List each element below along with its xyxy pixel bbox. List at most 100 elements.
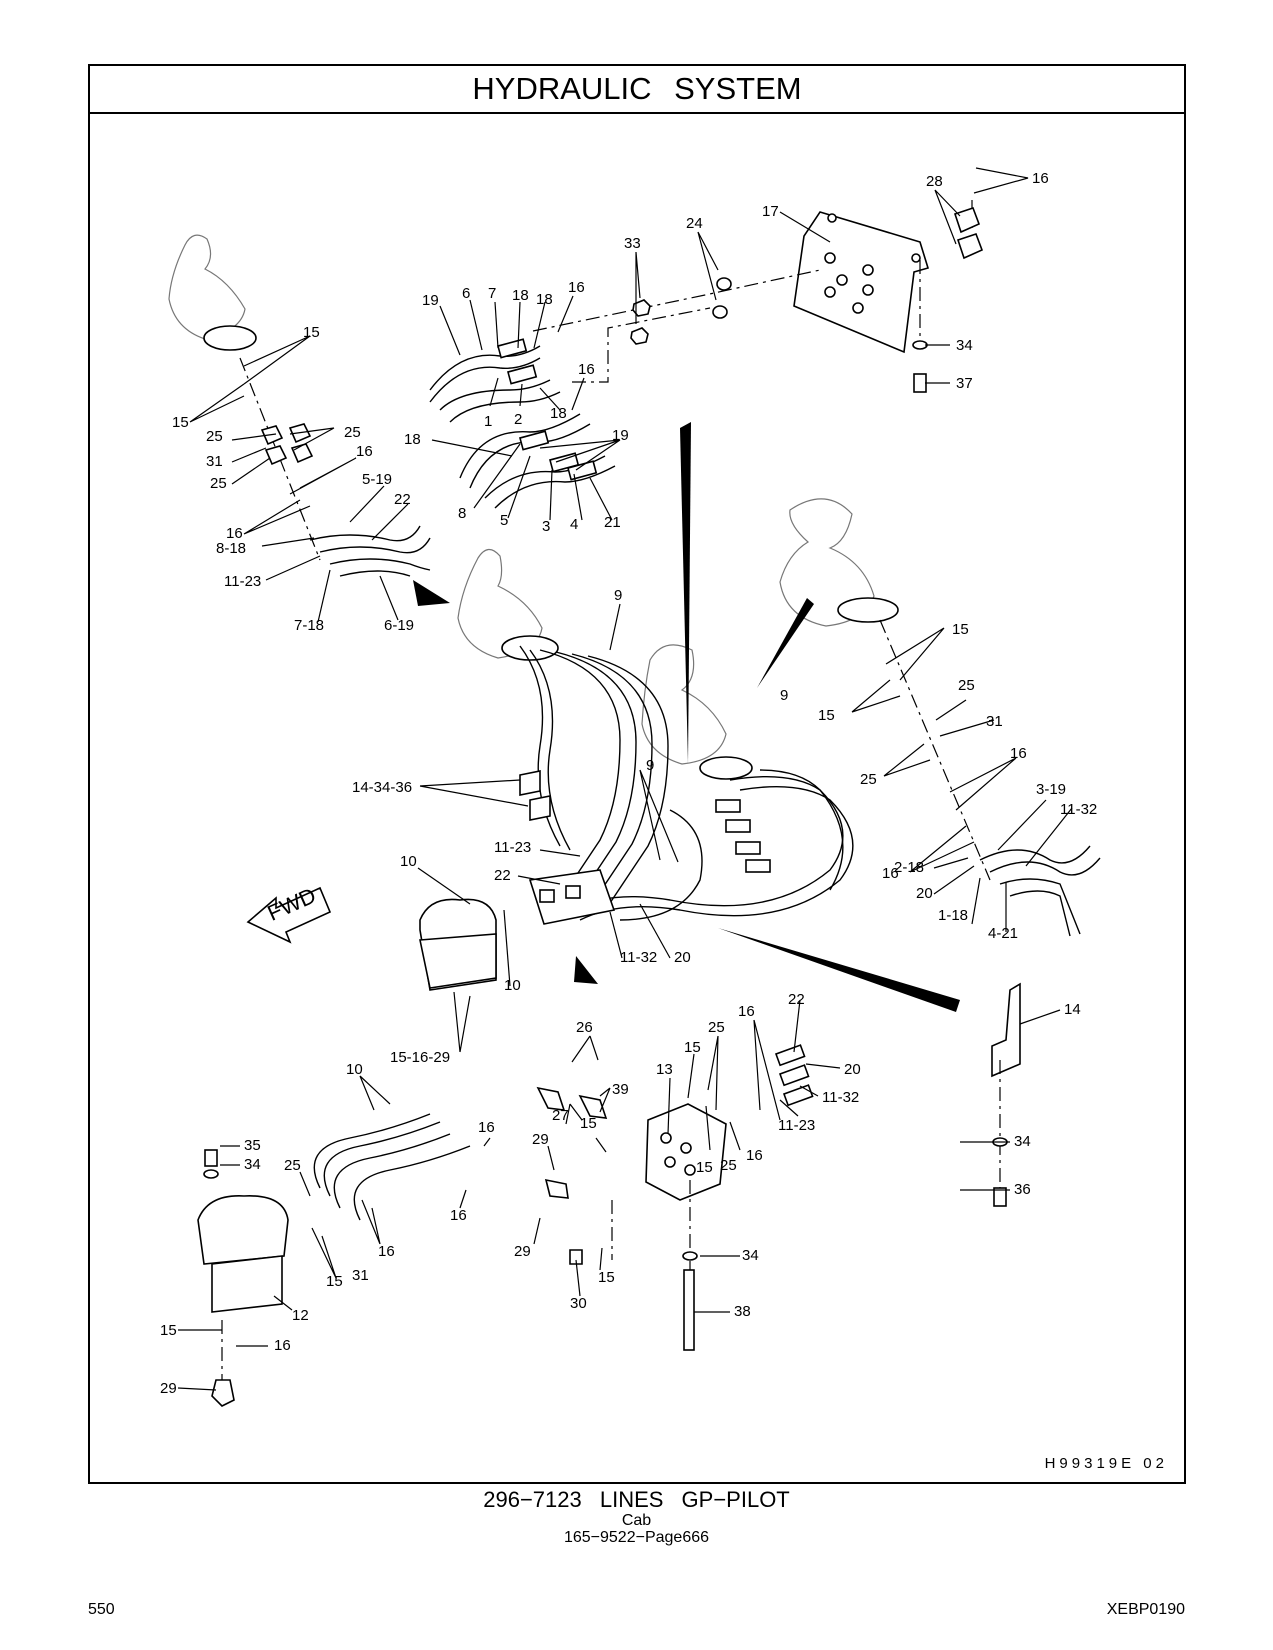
callout: 15	[696, 1159, 713, 1176]
diagram-frame: HYDRAULIC SYSTEM	[88, 64, 1186, 1484]
callout: 16	[274, 1337, 291, 1354]
callout: 18	[512, 287, 529, 304]
callout: 16	[356, 443, 373, 460]
callout: 14	[1064, 1001, 1081, 1018]
callout: 13	[656, 1061, 673, 1078]
callout: 15	[952, 621, 969, 638]
callout: 29	[532, 1131, 549, 1148]
callout: 15	[580, 1115, 597, 1132]
line-art	[168, 200, 1101, 1407]
callout: 34	[1014, 1133, 1031, 1150]
callout: 8-18	[216, 540, 246, 557]
callout: 18	[550, 405, 567, 422]
callout: 31	[352, 1267, 369, 1284]
callout: 22	[394, 491, 411, 508]
callout: 15	[303, 324, 320, 341]
callout: 9	[646, 757, 654, 774]
callout: 16	[450, 1207, 467, 1224]
callout: 25	[708, 1019, 725, 1036]
callout: 25	[210, 475, 227, 492]
callout: 22	[788, 991, 805, 1008]
callout: 16	[1010, 745, 1027, 762]
callout: 20	[674, 949, 691, 966]
callout: 1	[484, 413, 492, 430]
callout: 10	[400, 853, 417, 870]
callout-labels: 16 28 17 24 33 34 37 19 6 7 18 18 16 16 …	[160, 170, 1097, 1397]
callout: 34	[244, 1156, 261, 1173]
callout: 38	[734, 1303, 751, 1320]
callout: 11-23	[224, 573, 261, 590]
callout: 26	[576, 1019, 593, 1036]
caption-subtitle: Cab	[621, 1512, 652, 1529]
callout: 15	[160, 1322, 177, 1339]
callout: 15	[172, 414, 189, 431]
callout: 22	[494, 867, 511, 884]
callout: 9	[614, 587, 622, 604]
callout: 16	[738, 1003, 755, 1020]
document-code: XEBP0190	[1106, 1601, 1185, 1618]
callout: 35	[244, 1137, 261, 1154]
callout: 16	[478, 1119, 495, 1136]
callout: 16	[568, 279, 585, 296]
callout: 39	[612, 1081, 629, 1098]
callout: 10	[504, 977, 521, 994]
callout: 36	[1014, 1181, 1031, 1198]
callout: 4-21	[988, 925, 1018, 942]
callout: 15	[684, 1039, 701, 1056]
callout: 2	[514, 411, 522, 428]
callout: 9	[780, 687, 788, 704]
callout: 33	[624, 235, 641, 252]
callout: 25	[344, 424, 361, 441]
callout: 19	[422, 292, 439, 309]
page-title: HYDRAULIC SYSTEM	[472, 71, 802, 106]
callout: 15	[326, 1273, 343, 1290]
callout: 20	[844, 1061, 861, 1078]
callout: 16	[578, 361, 595, 378]
callout: 5	[500, 512, 508, 529]
callout: 10	[346, 1061, 363, 1078]
callout: 7	[488, 285, 496, 302]
callout: 25	[206, 428, 223, 445]
callout: 28	[926, 173, 943, 190]
callout: 5-19	[362, 471, 392, 488]
callout: 15	[818, 707, 835, 724]
callout: 11-32	[620, 949, 657, 966]
callout: 6-19	[384, 617, 414, 634]
callout: 24	[686, 215, 703, 232]
callout: 1-18	[938, 907, 968, 924]
callout: 25	[720, 1157, 737, 1174]
callout: 31	[206, 453, 223, 470]
callout: 11-23	[778, 1117, 815, 1134]
callout: 34	[742, 1247, 759, 1264]
callout: 25	[860, 771, 877, 788]
callout: 16	[746, 1147, 763, 1164]
callout: 11-32	[822, 1089, 859, 1106]
callout: 11-23	[494, 839, 531, 856]
callout: 8	[458, 505, 466, 522]
callout: 15	[598, 1269, 615, 1286]
callout: 29	[514, 1243, 531, 1260]
callout: 20	[916, 885, 933, 902]
title-bar: HYDRAULIC SYSTEM	[90, 66, 1184, 114]
callout: 37	[956, 375, 973, 392]
callout: 34	[956, 337, 973, 354]
callout: 19	[612, 427, 629, 444]
callout: 3-19	[1036, 781, 1066, 798]
callout: 17	[762, 203, 779, 220]
callout: 6	[462, 285, 470, 302]
callout: 16	[378, 1243, 395, 1260]
callout: 4	[570, 516, 578, 533]
callout: 18	[404, 431, 421, 448]
callout: 11-32	[1060, 801, 1097, 818]
diagram-caption: 296−7123 LINES GP−PILOT Cab 165−9522−Pag…	[0, 1488, 1273, 1547]
callout: 14-34-36	[352, 779, 412, 796]
callout: 31	[986, 713, 1003, 730]
callout: 16	[1032, 170, 1049, 187]
caption-reference: 165−9522−Page666	[563, 1529, 710, 1546]
callout: 21	[604, 514, 621, 531]
callout: 25	[284, 1157, 301, 1174]
callout: 29	[160, 1380, 177, 1397]
callout: 25	[958, 677, 975, 694]
caption-title: 296−7123 LINES GP−PILOT	[483, 1487, 790, 1512]
